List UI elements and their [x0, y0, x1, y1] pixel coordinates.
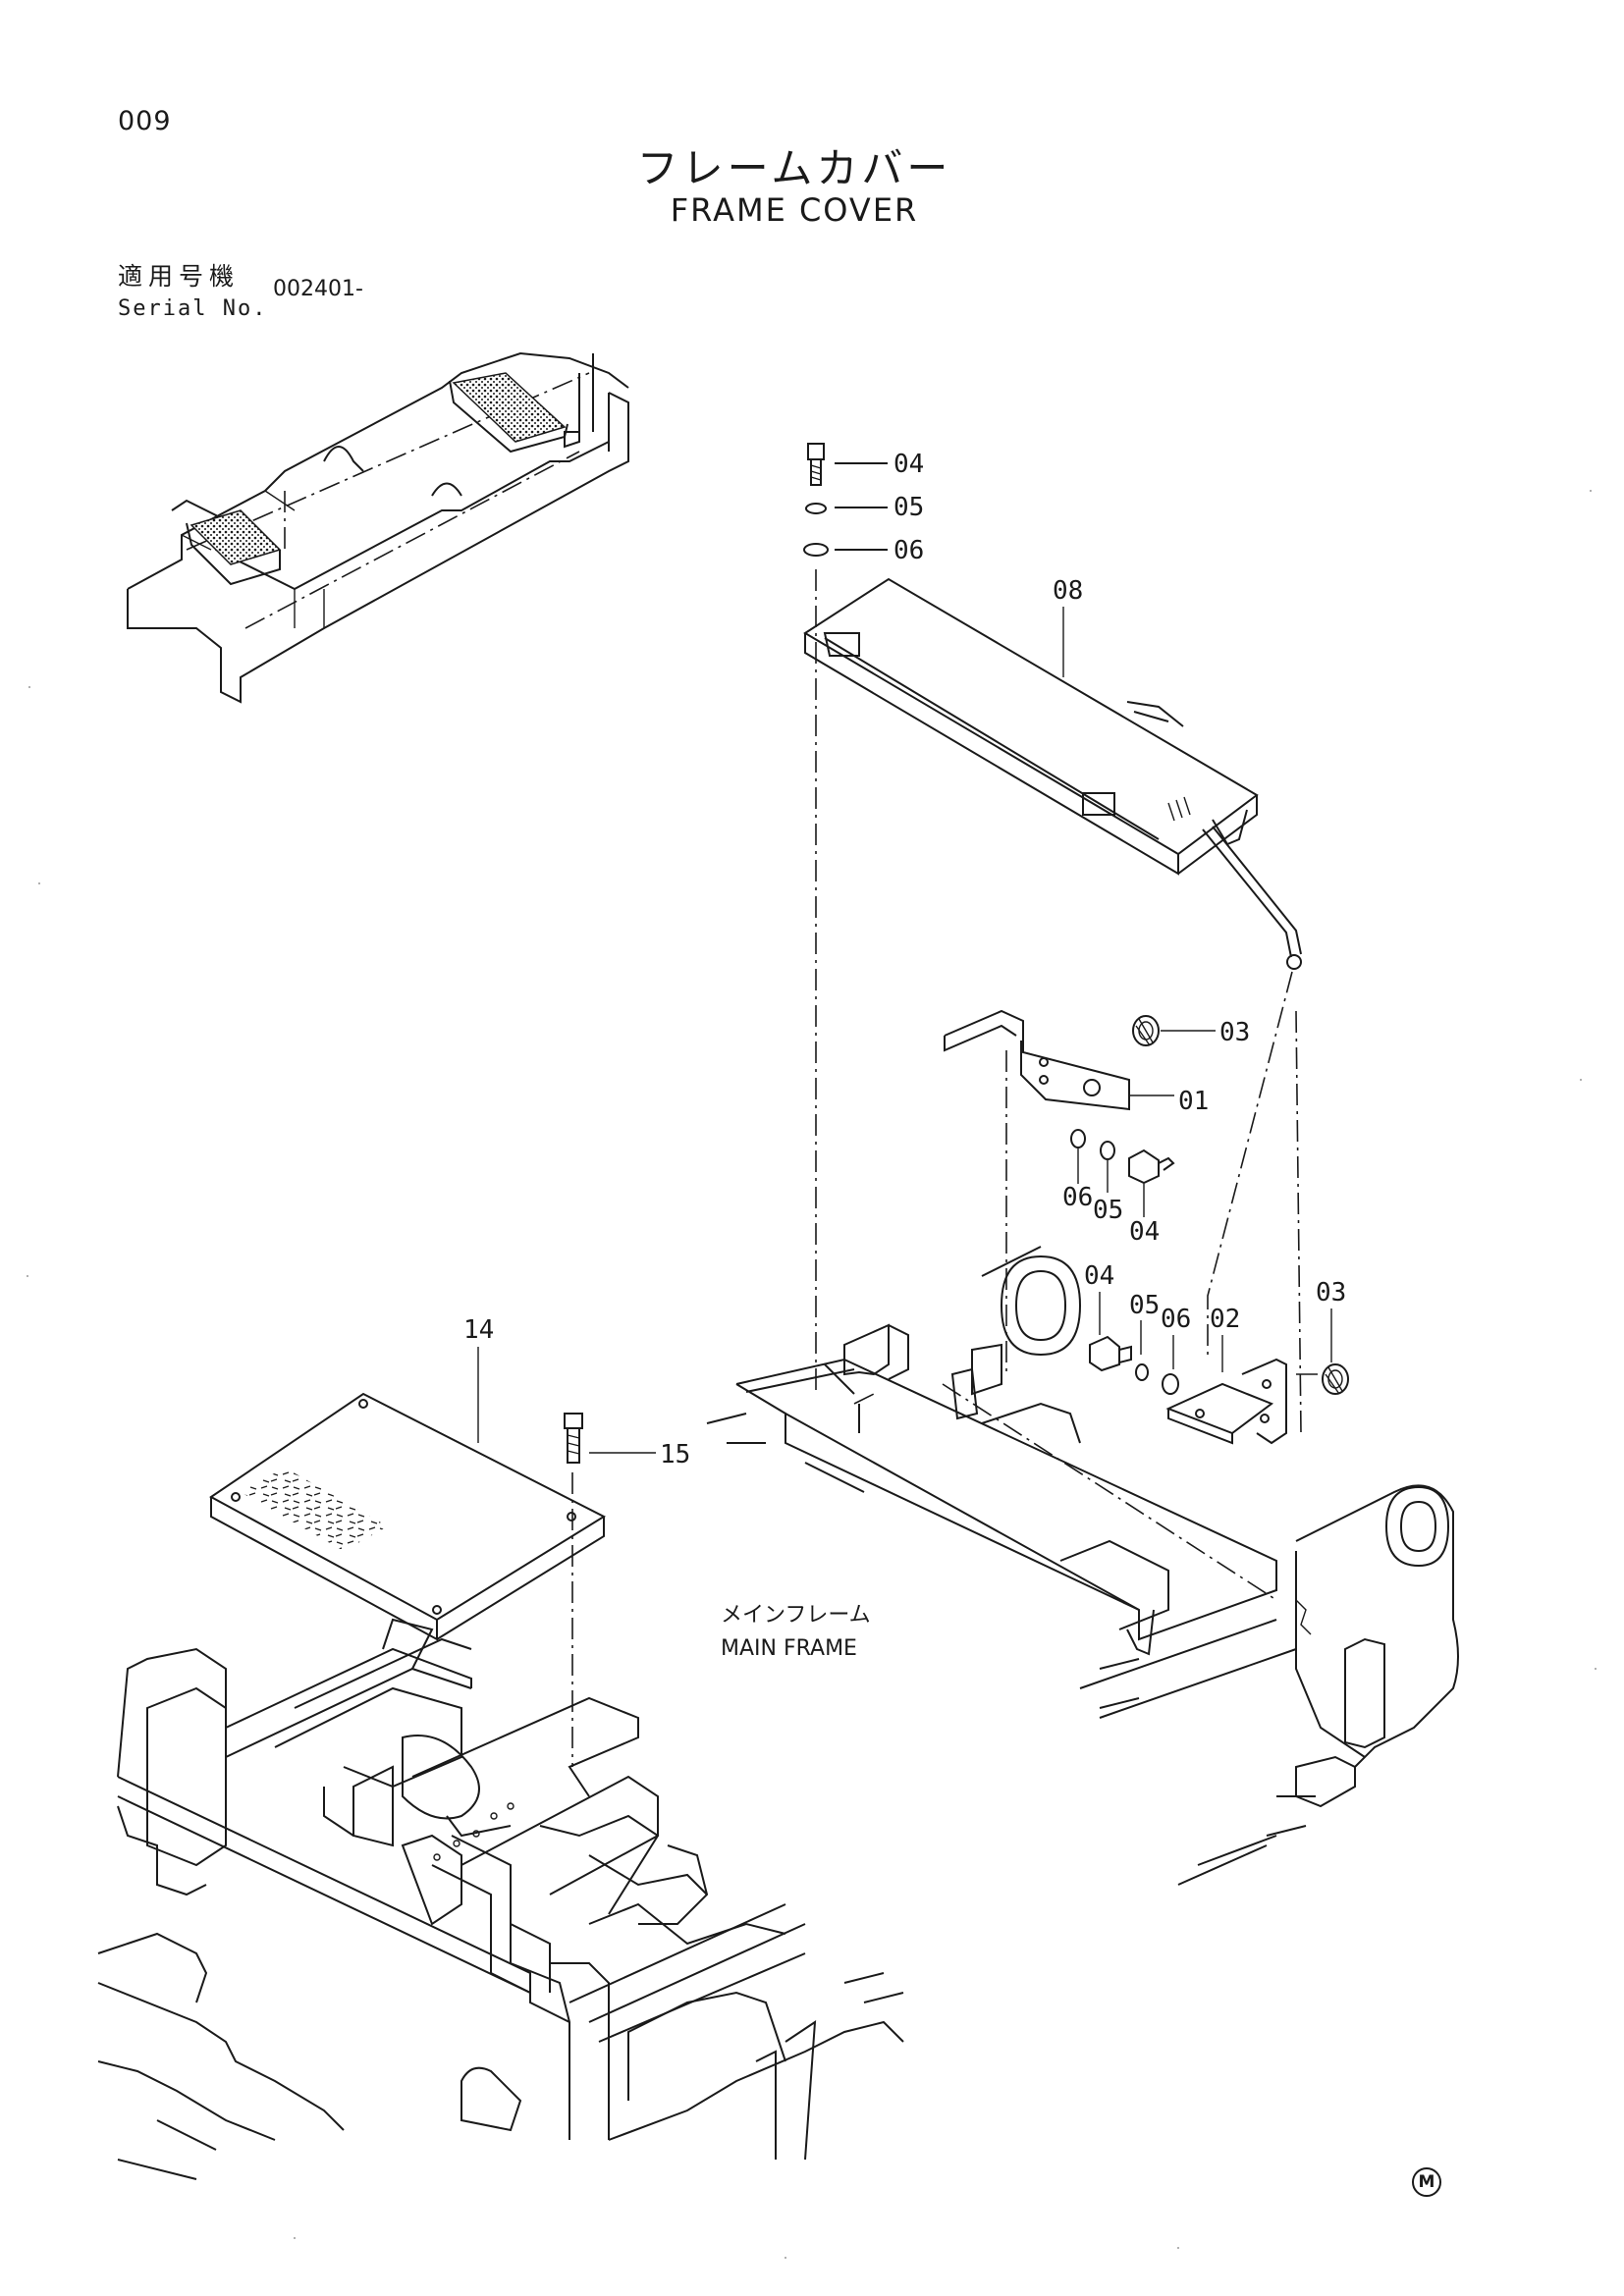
callout-04-top: 04	[893, 450, 924, 479]
callout-08: 08	[1053, 576, 1083, 606]
page-title-english: FRAME COVER	[670, 191, 919, 229]
callout-04-right: 04	[1084, 1261, 1114, 1291]
cap-nut-03-upper	[1132, 1015, 1160, 1046]
callout-06-right: 06	[1161, 1305, 1191, 1334]
callout-14: 14	[463, 1315, 494, 1345]
copyright-mark: M	[1412, 2167, 1441, 2197]
callout-06-top: 06	[893, 536, 924, 565]
scan-speckles	[27, 490, 1597, 2259]
main-frame-label-english: MAIN FRAME	[721, 1636, 857, 1661]
main-frame-center	[706, 1246, 1459, 1886]
serial-label-english: Serial No.	[118, 296, 268, 321]
top-fastener-stack	[803, 443, 888, 557]
callout-02: 02	[1210, 1305, 1240, 1334]
middle-fastener-row	[1070, 1129, 1175, 1217]
callout-04-mid: 04	[1129, 1217, 1160, 1247]
callout-03-upper: 03	[1219, 1018, 1250, 1047]
callout-06-mid: 06	[1062, 1183, 1093, 1212]
callout-01: 01	[1178, 1087, 1209, 1116]
overview-thumbnail	[127, 351, 629, 704]
callout-05-mid: 05	[1093, 1196, 1123, 1225]
bracket-02	[1165, 1358, 1287, 1445]
serial-label-japanese: 適用号機	[118, 262, 241, 291]
frame-cover-08	[803, 577, 1302, 970]
main-frame-label-japanese: メインフレーム	[721, 1603, 871, 1628]
lower-fastener-row	[1089, 1335, 1179, 1395]
bracket-01	[944, 1009, 1130, 1111]
callout-03-lower: 03	[1316, 1278, 1346, 1308]
callout-15: 15	[660, 1440, 690, 1469]
serial-number-value: 002401-	[273, 277, 363, 301]
callout-05-right: 05	[1129, 1291, 1160, 1320]
page-title-japanese: フレームカバー	[636, 144, 952, 192]
callout-05-top: 05	[893, 493, 924, 522]
cap-nut-03-lower	[1322, 1363, 1349, 1395]
page-number: 009	[118, 106, 172, 136]
main-frame-lower-left	[97, 1618, 904, 2180]
cover-plate-14	[209, 1392, 607, 1641]
bolt-15	[564, 1413, 583, 1464]
